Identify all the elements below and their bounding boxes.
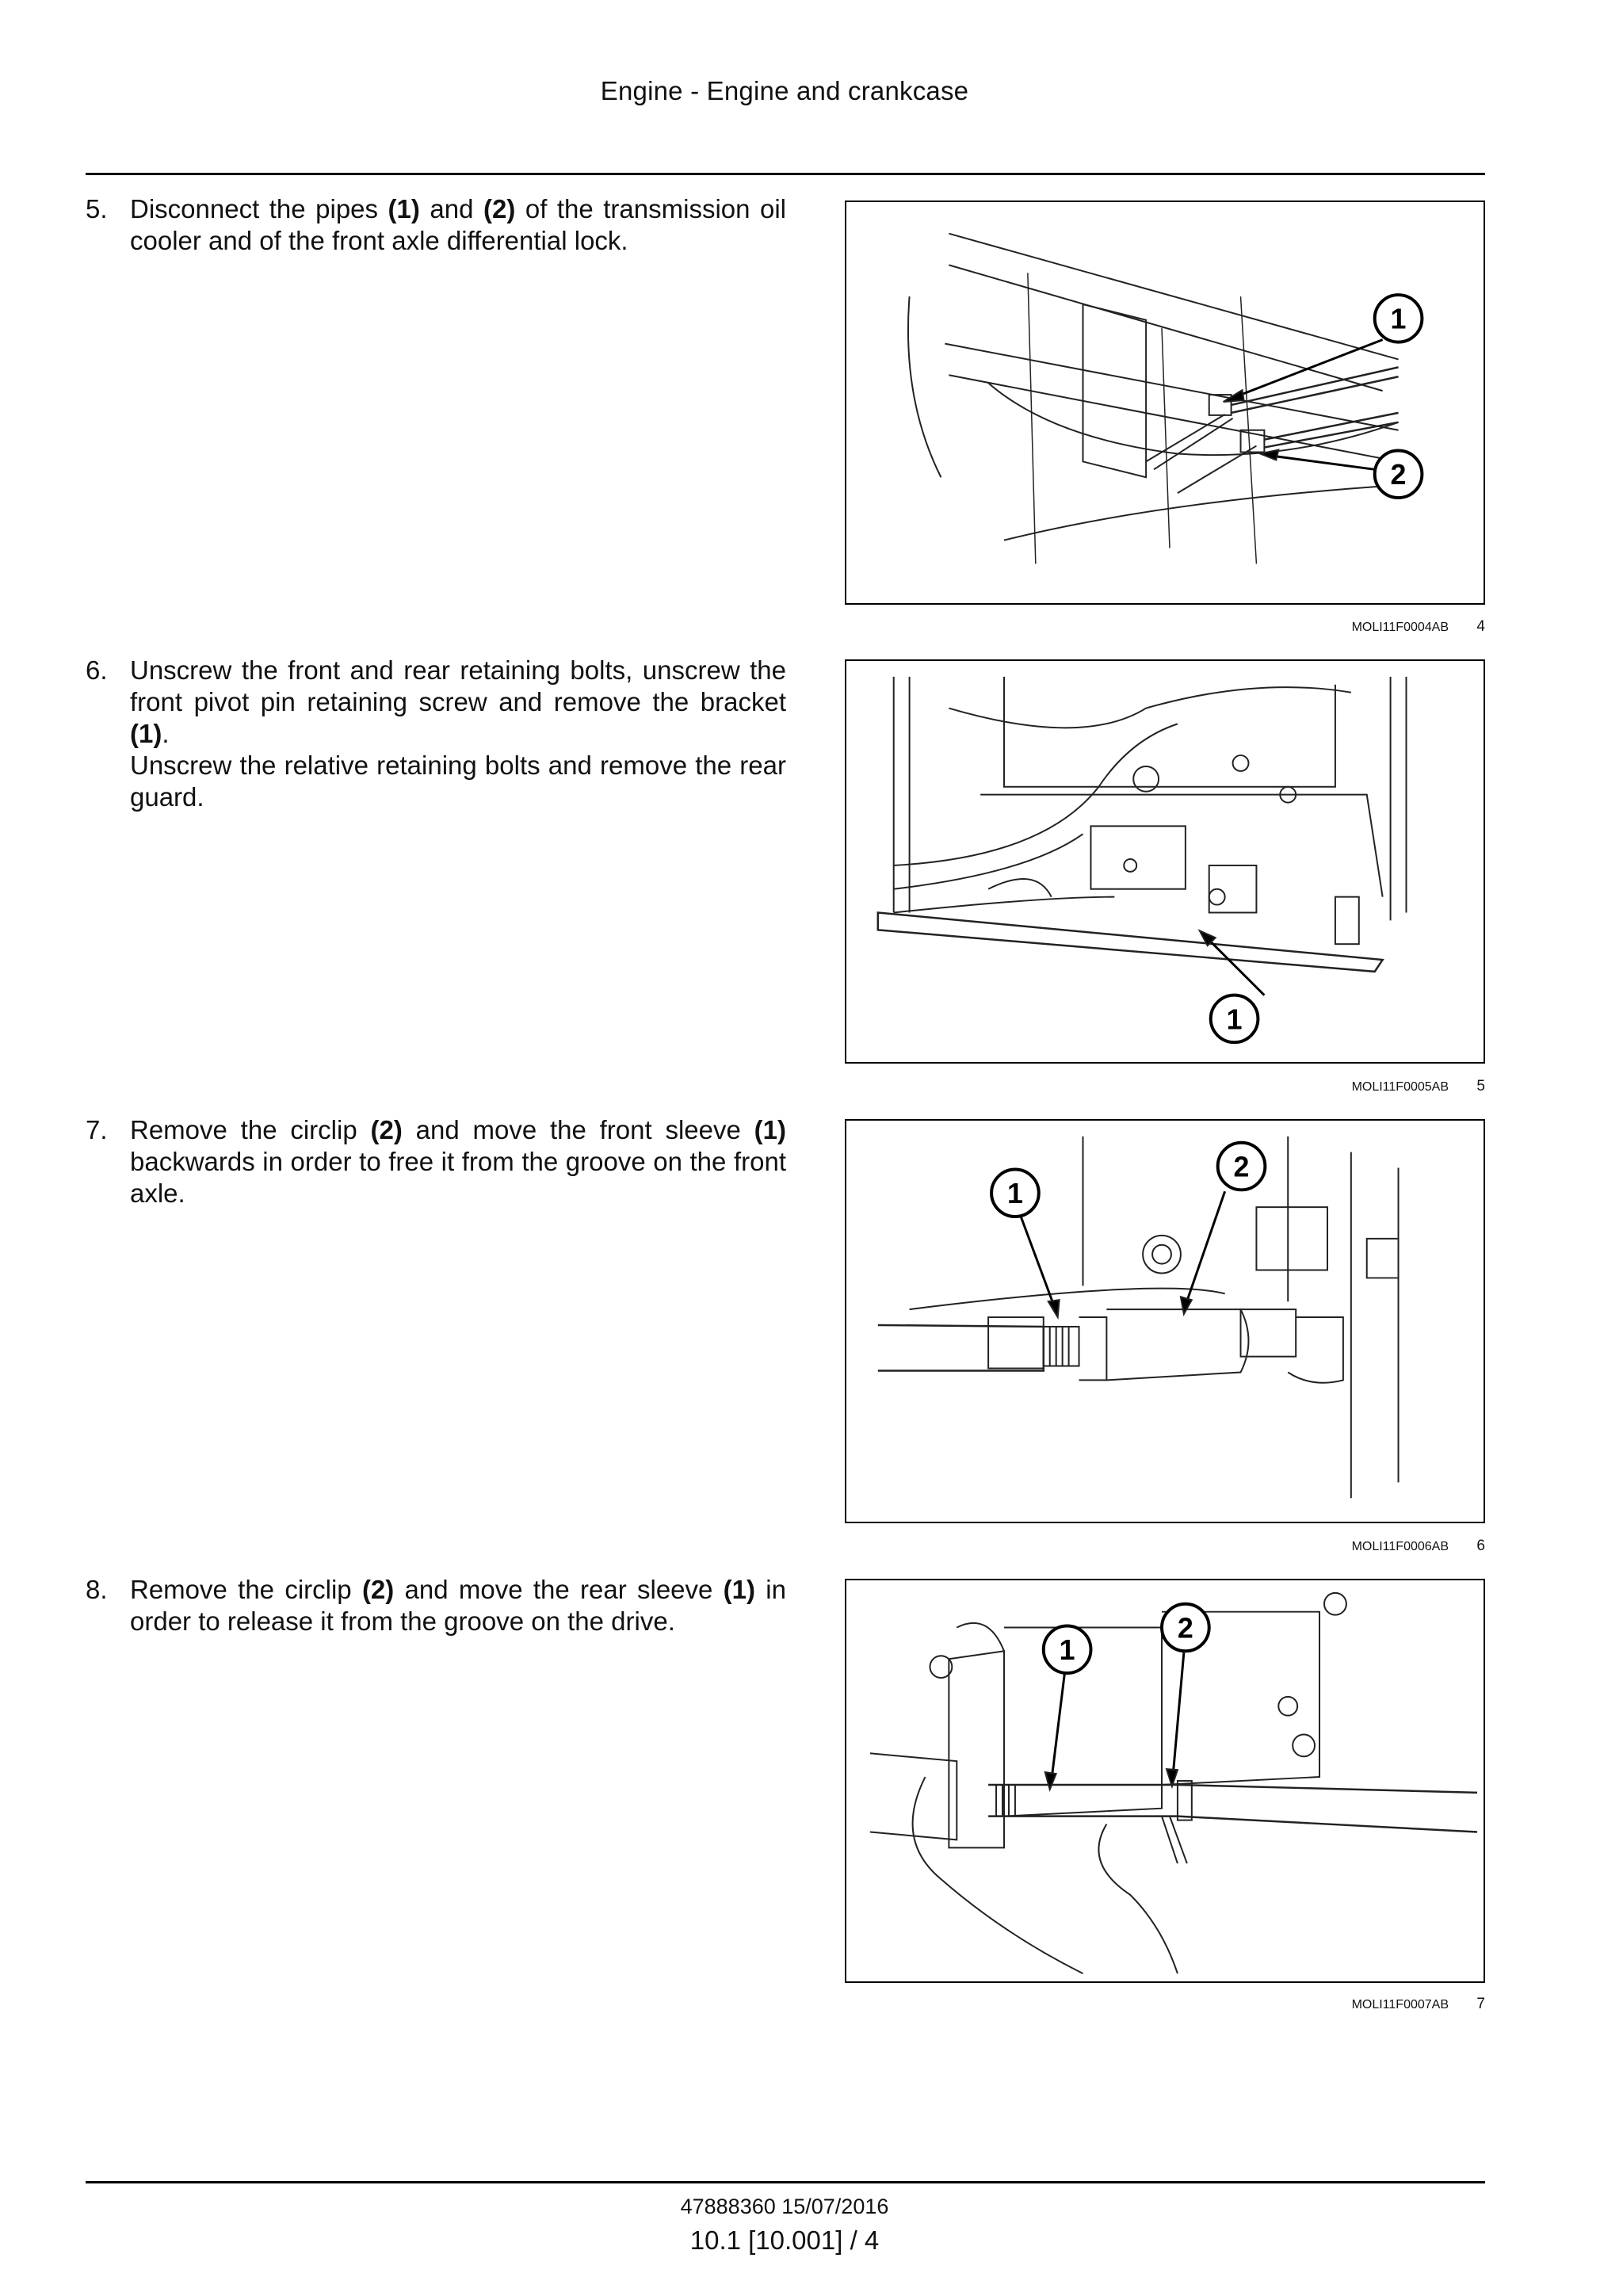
- footer-document-reference: 47888360 15/07/2016: [680, 2195, 889, 2218]
- callout-ref-1: (1): [754, 1115, 786, 1144]
- text-run: Unscrew the relative retaining bolts and…: [130, 751, 786, 812]
- header-divider: [86, 173, 1485, 175]
- callout-ref-2: (2): [361, 1575, 395, 1604]
- callout-2-label: 2: [1178, 1612, 1193, 1644]
- figure-number: 4: [1476, 618, 1485, 635]
- text-run: .: [162, 719, 170, 748]
- step-text: Unscrew the front and rear retaining bol…: [130, 655, 786, 813]
- figure-6-caption: MOLI11F0006AB 6: [845, 1538, 1485, 1555]
- figure-7-caption: MOLI11F0007AB 7: [845, 1996, 1485, 2013]
- text-run: Unscrew the front and rear retaining bol…: [130, 655, 786, 716]
- callout-ref-2: (2): [370, 1115, 403, 1144]
- figure-code: MOLI11F0006AB: [1351, 1540, 1449, 1553]
- callout-ref-1: (1): [388, 194, 420, 223]
- step-8: 8. Remove the circlip (2) and move the r…: [86, 1574, 786, 1637]
- callout-2-label: 2: [1234, 1151, 1250, 1182]
- step-number: 6.: [86, 655, 108, 685]
- page-header-title: Engine - Engine and crankcase: [600, 76, 969, 105]
- step-number: 5.: [86, 194, 108, 223]
- figure-number: 5: [1476, 1078, 1485, 1095]
- text-run: and: [419, 194, 483, 223]
- figure-7-illustration: 1 2: [845, 1579, 1485, 1983]
- text-run: and move the rear sleeve: [394, 1575, 724, 1604]
- footer-page-reference: 10.1 [10.001] / 4: [689, 2225, 880, 2255]
- callout-ref-1: (1): [130, 719, 162, 748]
- callout-ref-1: (1): [723, 1575, 756, 1604]
- callout-1-label: 1: [1007, 1178, 1023, 1209]
- callout-1-label: 1: [1227, 1003, 1243, 1035]
- step-5: 5. Disconnect the pipes (1) and (2) of t…: [86, 193, 786, 257]
- figure-4-illustration: 1 2: [845, 201, 1485, 605]
- text-run: Disconnect the pipes: [130, 194, 388, 223]
- text-run: backwards in order to free it from the g…: [130, 1147, 786, 1208]
- figure-5-illustration: 1: [845, 659, 1485, 1064]
- figure-code: MOLI11F0005AB: [1351, 1080, 1449, 1094]
- text-run: and move the front sleeve: [402, 1115, 754, 1144]
- step-text: Remove the circlip (2) and move the rear…: [130, 1574, 786, 1637]
- text-run: in order to release it from the groove o…: [130, 1575, 786, 1636]
- figure-4-caption: MOLI11F0004AB 4: [845, 618, 1485, 636]
- step-text: Remove the circlip (2) and move the fron…: [130, 1114, 786, 1209]
- text-run: of the transmission oil cooler and of th…: [130, 194, 787, 255]
- figure-5-caption: MOLI11F0005AB 5: [845, 1078, 1485, 1095]
- callout-1-label: 1: [1391, 304, 1407, 335]
- step-6: 6. Unscrew the front and rear retaining …: [86, 655, 786, 813]
- footer-divider: [86, 2181, 1485, 2183]
- step-text: Disconnect the pipes (1) and (2) of the …: [130, 193, 786, 257]
- figure-number: 7: [1476, 1996, 1485, 2012]
- text-run: Remove the circlip: [130, 1575, 362, 1604]
- text-run: Remove the circlip: [130, 1115, 371, 1144]
- step-number: 8.: [86, 1575, 108, 1604]
- figure-code: MOLI11F0007AB: [1351, 1998, 1449, 2011]
- callout-1-label: 1: [1060, 1634, 1075, 1666]
- figure-code: MOLI11F0004AB: [1351, 621, 1449, 634]
- step-number: 7.: [86, 1115, 108, 1144]
- figure-6-illustration: 1 2: [845, 1119, 1485, 1523]
- figure-number: 6: [1476, 1538, 1485, 1554]
- callout-ref-2: (2): [483, 194, 516, 223]
- step-7: 7. Remove the circlip (2) and move the f…: [86, 1114, 786, 1209]
- callout-2-label: 2: [1391, 459, 1407, 491]
